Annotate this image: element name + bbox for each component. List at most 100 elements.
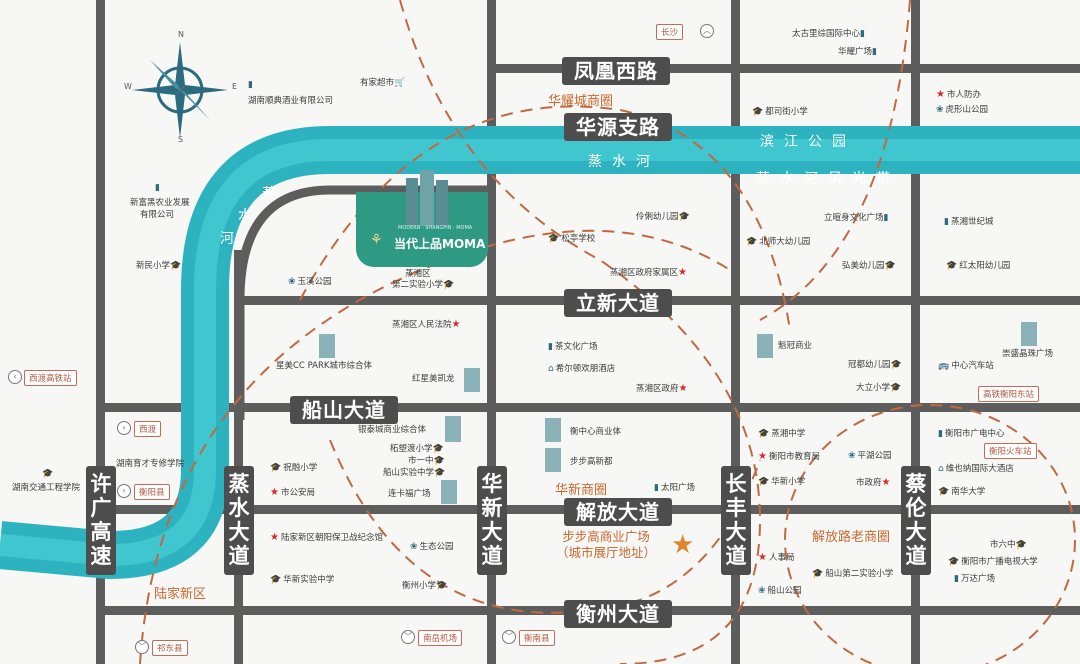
poi-hengzhou-school[interactable]: 衡州小学🎓 [402,581,448,591]
poi-huaxin-school[interactable]: 🎓华新小学 [758,477,806,487]
poi-xierdun[interactable]: ⌂希尔顿欢朋酒店 [548,364,616,374]
poi-hy-radio[interactable]: ▮衡阳市广电中心 [938,429,1005,439]
district-jiefanglu: 解放路老商圈 [812,530,891,545]
center-name: 步步高商业广场 （城市展厅地址） [556,529,656,560]
school-icon: 🎓 [1015,540,1027,550]
poi-lujia-memorial[interactable]: ★陆家新区朝阳保卫战纪念馆 [270,532,383,543]
poi-guanlin-kg[interactable]: 冠都幼儿园🎓 [848,360,902,370]
dir-hengyang-east[interactable]: 高铁衡阳东站 [978,386,1040,402]
poi-huxing-park[interactable]: ❀虎形山公园 [936,105,989,115]
poi-bailu[interactable]: 柘塑渡小学🎓 [390,444,444,454]
dir-hengyang-station[interactable]: 衡阳火车站 [984,443,1037,459]
river-inner [0,139,1080,567]
poi-zx-family[interactable]: 蒸湘区政府家属区★ [610,267,687,278]
poi-liuzhong[interactable]: 市六中🎓 [990,540,1027,550]
poi-zhuri[interactable]: 🎓祝融小学 [270,463,318,473]
school-icon: 🎓 [758,477,770,487]
poi-hunan-traffic[interactable]: 湖南交通工程学院 [12,483,81,493]
poi-zhongxin-bus[interactable]: 🚌中心汽车站 [938,361,994,371]
poi-weiye[interactable]: ⌂维也纳国际大酒店 [938,464,1014,474]
poi-xinfu-icon[interactable]: ▮ [155,184,162,193]
poi-nanhua[interactable]: 🎓南华大学 [938,487,986,497]
dir-qidong[interactable]: 祁东县 [152,640,188,656]
building-icon: ▮ [872,47,877,57]
poi-beishi-kg[interactable]: 🎓北师大幼儿园 [746,237,811,247]
poi-yuxi-park[interactable]: ❀玉溪公园 [288,277,332,287]
dir-hengnan[interactable]: 衡南县 [519,630,555,646]
dir-nanyue-airport[interactable]: 南岳机场 [418,630,463,646]
government-star-icon: ★ [758,552,767,563]
arrow-left-icon[interactable]: ‹ [117,421,131,435]
poi-hy-tv-univ[interactable]: 🎓衡阳市广播电视大学 [948,557,1038,567]
poi-kuiguan[interactable]: 魁冠商业 [778,341,813,351]
poi-wanda[interactable]: ▮万达广场 [954,574,995,584]
compass-e: E [232,82,238,91]
school-icon: 🎓 [938,487,950,497]
poi-cha-culture[interactable]: ▮茶文化广场 [548,342,598,352]
poi-hunan-talent[interactable]: 湖南育才专修学院 [116,459,185,469]
poi-renfang[interactable]: ★市人防办 [936,89,981,100]
poi-bubugao-city[interactable]: 步步高新都 [570,457,613,467]
poi-pinghu[interactable]: ❀平湖公园 [848,451,892,461]
poi-taigu[interactable]: 太古里综国际中心▮ [792,29,865,39]
dir-changsha[interactable]: 长沙 [656,24,684,40]
poi-zx-mid[interactable]: 🎓蒸湘中学 [758,429,806,439]
poi-chuanshan-park[interactable]: ❀船山公园 [758,586,802,596]
poi-hongtaiyang-kg[interactable]: 🎓红太阳幼儿园 [946,261,1011,271]
poi-songting[interactable]: 🎓松亭学校 [548,234,596,244]
poi-xingmei-park[interactable]: 星美CC PARK城市综合体 [276,361,372,371]
arrow-down-icon[interactable]: ﹀ [401,630,415,644]
poi-jiezhongxin[interactable]: 衡中心商业体 [570,427,622,437]
arrow-down-icon[interactable]: ﹀ [135,640,149,654]
poi-zx-court[interactable]: 蒸湘区人民法院★ [392,319,461,330]
poi-shiyizhong[interactable]: 市一中🎓 [408,456,445,466]
tower-icon [445,416,461,442]
school-icon: 🎓 [548,234,560,244]
poi-dusi[interactable]: 🎓都司街小学 [752,107,808,117]
poi-shi-gov[interactable]: 市政府★ [856,477,891,488]
poi-hunan-shuangjia[interactable]: ▮ [248,81,255,90]
poi-renshi[interactable]: ★人事局 [758,552,795,563]
curved-road [235,185,490,420]
cart-icon: 🛒 [394,78,406,88]
poi-lixuan-culture[interactable]: 立暄身文化广场▮ [824,213,889,223]
dir-xidu[interactable]: 西渡 [134,421,162,437]
arrow-left-icon[interactable]: ‹ [8,370,22,384]
building-icon: ▮ [944,217,949,227]
poi-zx-2nd-2[interactable]: 第二实验小学🎓 [392,280,455,290]
poi-zx-shijicheng[interactable]: ▮蒸湘世纪城 [944,217,994,227]
government-star-icon: ★ [936,89,945,100]
poi-dali-school[interactable]: 大立小学🎓 [856,383,902,393]
poi-hongmei-kg[interactable]: 弘美幼儿园🎓 [842,261,896,271]
poi-hongxing-kl[interactable]: 红星美凯龙 [412,374,455,384]
arc-far [759,0,911,321]
arrow-up-icon[interactable]: ︿ [700,24,714,38]
poi-zx-gov[interactable]: 蒸湘区政府★ [636,383,688,394]
poi-zx-2nd-1: 蒸湘区 [405,269,431,279]
government-star-icon: ★ [758,451,767,462]
poi-lingli-kg[interactable]: 伶俐幼儿园🎓 [636,212,690,222]
poi-huaxin-exp[interactable]: 🎓华新实验中学 [270,575,335,585]
dir-hengyang-county[interactable]: 衡阳县 [134,484,170,500]
government-star-icon: ★ [270,532,279,543]
poi-shi-gongan[interactable]: ★市公安局 [270,487,315,498]
poi-xinmin[interactable]: 新民小学🎓 [136,261,182,271]
school-icon: 🎓 [678,212,690,222]
poi-yintai[interactable]: 银泰城商业综合体 [358,425,427,435]
poi-huayao-plaza[interactable]: 华耀广场▮ [838,47,877,57]
arrow-left-icon[interactable]: ‹ [117,484,131,498]
poi-shengtai-park[interactable]: ❀生态公园 [410,542,454,552]
building-icon: ▮ [248,80,253,90]
poi-hy-edu[interactable]: ★衡阳市教育局 [758,451,820,462]
poi-taiyang-plaza[interactable]: ▮太阳广场 [654,483,695,493]
poi-lianka[interactable]: 连卡福广场 [388,489,431,499]
arrow-down-icon[interactable]: ﹀ [502,630,516,644]
poi-chuanshan-exp[interactable]: 船山实验中学🎓 [383,468,446,478]
poi-chongsheng[interactable]: 崇盛晶珠广场 [1002,349,1054,359]
school-icon: 🎓 [812,569,824,579]
poi-youjia[interactable]: 有家超市🛒 [360,78,406,88]
dir-xidu-gaotie[interactable]: 西渡高铁站 [24,370,77,386]
river-label-scenic: 蒸水河风光带 [756,171,900,187]
poi-chuanshan-1st[interactable]: 🎓船山第二实验小学 [812,569,894,579]
poi-hunan-shuangjia-label: 湖南顺典酒业有限公司 [248,96,334,106]
